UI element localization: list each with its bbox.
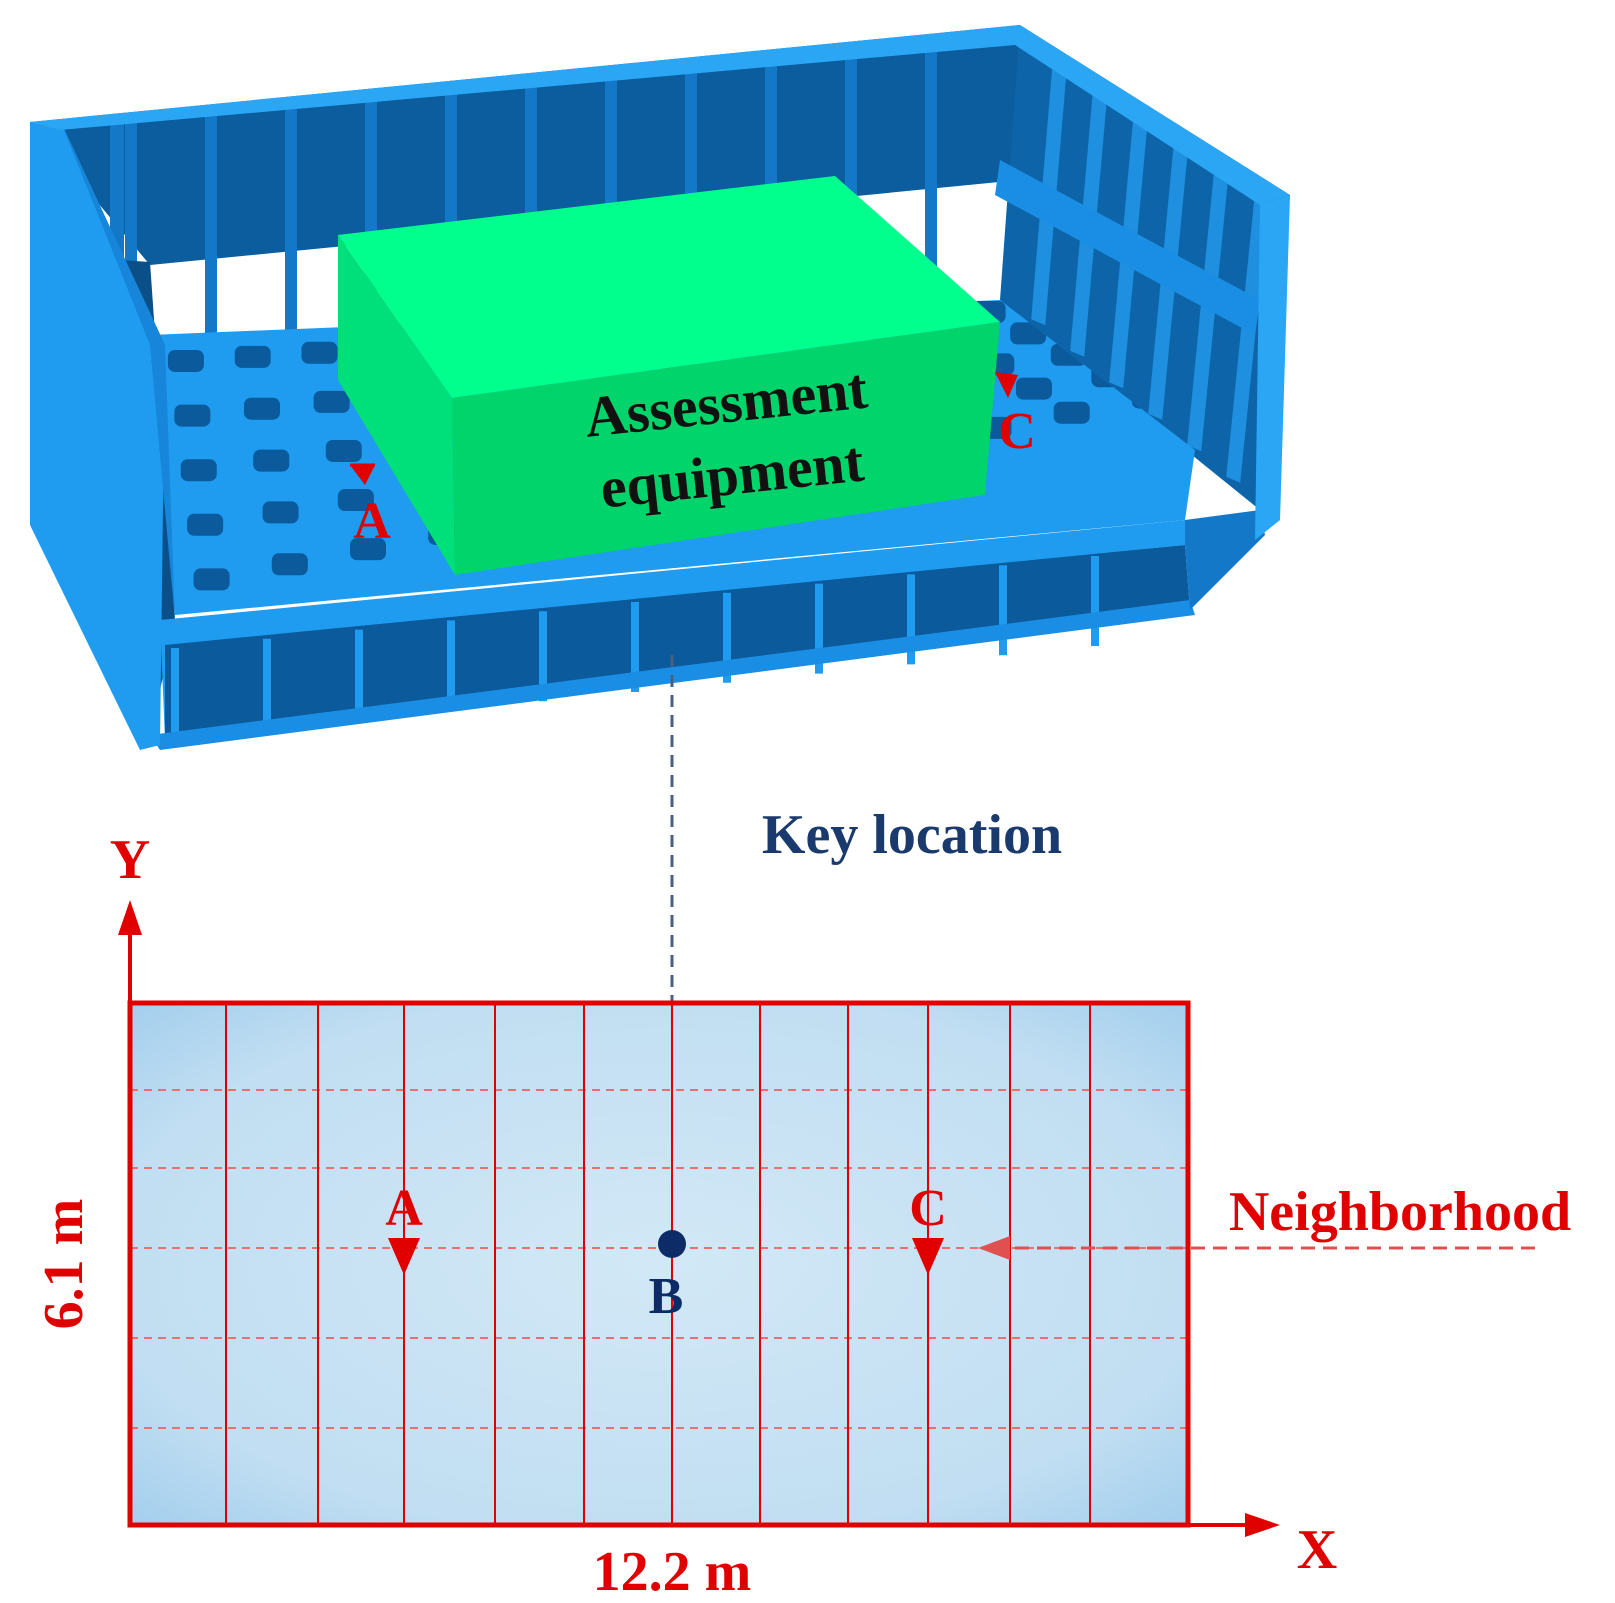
- marker-c-triangle: [995, 372, 1018, 398]
- plan-point-c: C: [909, 1180, 947, 1275]
- floor-hole: [271, 553, 308, 576]
- floor-hole: [180, 459, 217, 482]
- point-b-dot: [658, 1230, 686, 1258]
- floor-hole: [301, 341, 338, 364]
- floor-hole: [234, 345, 271, 368]
- plan-view: Y X 12.2 m 6.1 m A B C Neighborhood: [33, 829, 1571, 1603]
- hull-top-rim: [30, 25, 1290, 205]
- floor-hole: [174, 404, 211, 427]
- floor-hole: [313, 390, 350, 413]
- equipment-left-face: [338, 235, 455, 575]
- marker-c-3d: C: [995, 372, 1036, 460]
- back-stiffener: [925, 43, 937, 269]
- marker-a-label: A: [353, 493, 391, 550]
- neighborhood-callout: Neighborhood: [978, 1181, 1571, 1260]
- floor-hole: [1015, 377, 1052, 400]
- x-axis-arrowhead: [1245, 1513, 1280, 1537]
- y-axis-label: Y: [110, 829, 150, 891]
- floor-hole: [262, 501, 299, 524]
- floor-hole: [167, 349, 204, 372]
- y-axis-arrowhead: [118, 900, 142, 935]
- right-wall-rib: [1226, 192, 1269, 483]
- x-axis-label: X: [1297, 1519, 1337, 1581]
- width-dimension: 12.2 m: [593, 1541, 752, 1603]
- back-stiffener: [285, 106, 297, 333]
- assessment-equipment-box: Assessment equipment: [338, 176, 1000, 575]
- marker-c-label: C: [998, 403, 1036, 460]
- floor-hole: [187, 513, 224, 536]
- height-dimension: 6.1 m: [33, 1199, 95, 1330]
- floor-hole: [325, 439, 362, 462]
- hull-front-section: [160, 520, 1185, 740]
- key-location-label: Key location: [762, 804, 1062, 866]
- plan-point-b: B: [649, 1230, 686, 1325]
- point-c-triangle: [912, 1238, 944, 1275]
- hull-right-end: [1185, 510, 1265, 610]
- back-wall-stiffeners: [110, 112, 124, 265]
- point-a-label: A: [385, 1180, 423, 1237]
- marker-a-triangle: [350, 465, 375, 485]
- marker-a-3d: A: [350, 463, 391, 550]
- plan-stiffener-lines: [225, 1003, 1091, 1525]
- back-stiffener: [205, 113, 217, 341]
- hull-right-outer-wall: [1255, 195, 1290, 540]
- floor-hole: [253, 449, 290, 472]
- hull-transverse-beam: [995, 160, 1260, 335]
- neighborhood-arrowhead: [978, 1236, 1010, 1260]
- floor-hole: [337, 489, 374, 512]
- floor-hole: [193, 568, 230, 591]
- floor-hole: [349, 538, 386, 561]
- floor-hole: [243, 397, 280, 420]
- plan-point-a: A: [385, 1180, 423, 1275]
- plan-border: [127, 1000, 1191, 1528]
- plan-area: [130, 1003, 1188, 1525]
- equipment-front-face: [452, 322, 1000, 575]
- equipment-top-face: [338, 176, 1000, 398]
- point-b-label: B: [649, 1268, 684, 1325]
- point-a-triangle: [388, 1238, 420, 1275]
- floor-hole: [1053, 401, 1090, 424]
- hull-front-lower: [165, 545, 1190, 740]
- point-c-label: C: [909, 1180, 947, 1237]
- hull-3d-model: Assessment equipment A C: [30, 25, 1290, 750]
- neighborhood-label: Neighborhood: [1229, 1181, 1571, 1243]
